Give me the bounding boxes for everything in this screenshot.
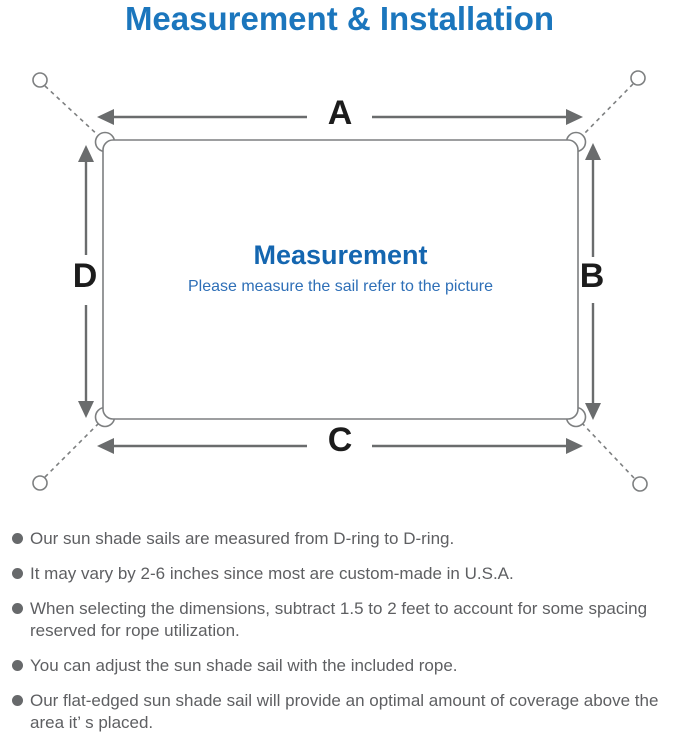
measurement-heading: Measurement	[253, 240, 428, 270]
diagram-canvas	[32, 70, 648, 492]
list-item: When selecting the dimensions, subtract …	[8, 598, 668, 642]
arrowhead-d-up	[78, 145, 94, 162]
anchor-ring-bottom-right	[632, 476, 648, 492]
tether-line-top-left	[44, 85, 102, 139]
dimension-label-b: B	[579, 257, 605, 295]
tether-lines	[44, 83, 635, 479]
arrowhead-d-down	[78, 401, 94, 418]
dimension-arrows	[84, 115, 595, 448]
measurement-subtitle: Please measure the sail refer to the pic…	[187, 278, 494, 295]
list-item: Our sun shade sails are measured from D-…	[8, 528, 668, 550]
tether-line-top-right	[579, 83, 634, 139]
bullet-icon	[12, 695, 23, 706]
tether-line-bottom-right	[579, 420, 635, 479]
bullet-icon	[12, 603, 23, 614]
anchor-ring-top-right	[630, 70, 646, 86]
bullet-icon	[12, 568, 23, 579]
arrowhead-c-right	[566, 438, 583, 454]
bullet-icon	[12, 660, 23, 671]
list-item: Our flat-edged sun shade sail will provi…	[8, 690, 668, 734]
notes-list: Our sun shade sails are measured from D-…	[8, 528, 668, 739]
anchor-ring-top-left	[32, 72, 48, 88]
anchor-rings	[32, 70, 648, 492]
dimension-label-d: D	[72, 257, 98, 295]
arrowhead-a-left	[97, 109, 114, 125]
list-item: You can adjust the sun shade sail with t…	[8, 655, 668, 677]
sail-outline	[102, 139, 579, 420]
arrowhead-a-right	[566, 109, 583, 125]
dimension-label-c: C	[327, 421, 353, 459]
note-text: You can adjust the sun shade sail with t…	[30, 656, 458, 675]
list-item: It may vary by 2-6 inches since most are…	[8, 563, 668, 585]
note-text: Our sun shade sails are measured from D-…	[30, 529, 455, 548]
corner-d-rings	[94, 131, 587, 428]
note-text: It may vary by 2-6 inches since most are…	[30, 564, 514, 583]
anchor-ring-bottom-left	[32, 475, 48, 491]
arrowhead-c-left	[97, 438, 114, 454]
page-title: Measurement & Installation	[124, 0, 555, 37]
note-text: Our flat-edged sun shade sail will provi…	[30, 691, 659, 732]
arrowhead-b-up	[585, 143, 601, 160]
note-text: When selecting the dimensions, subtract …	[30, 599, 648, 640]
sail-center-text: Measurement Please measure the sail refe…	[103, 240, 578, 296]
sail-measurement-diagram: A B C D Measurement Please measure the s…	[0, 55, 679, 515]
bullet-icon	[12, 533, 23, 544]
arrowheads	[78, 109, 601, 454]
arrowhead-b-down	[585, 403, 601, 420]
dimension-label-a: A	[327, 94, 353, 132]
tether-line-bottom-left	[44, 420, 102, 478]
